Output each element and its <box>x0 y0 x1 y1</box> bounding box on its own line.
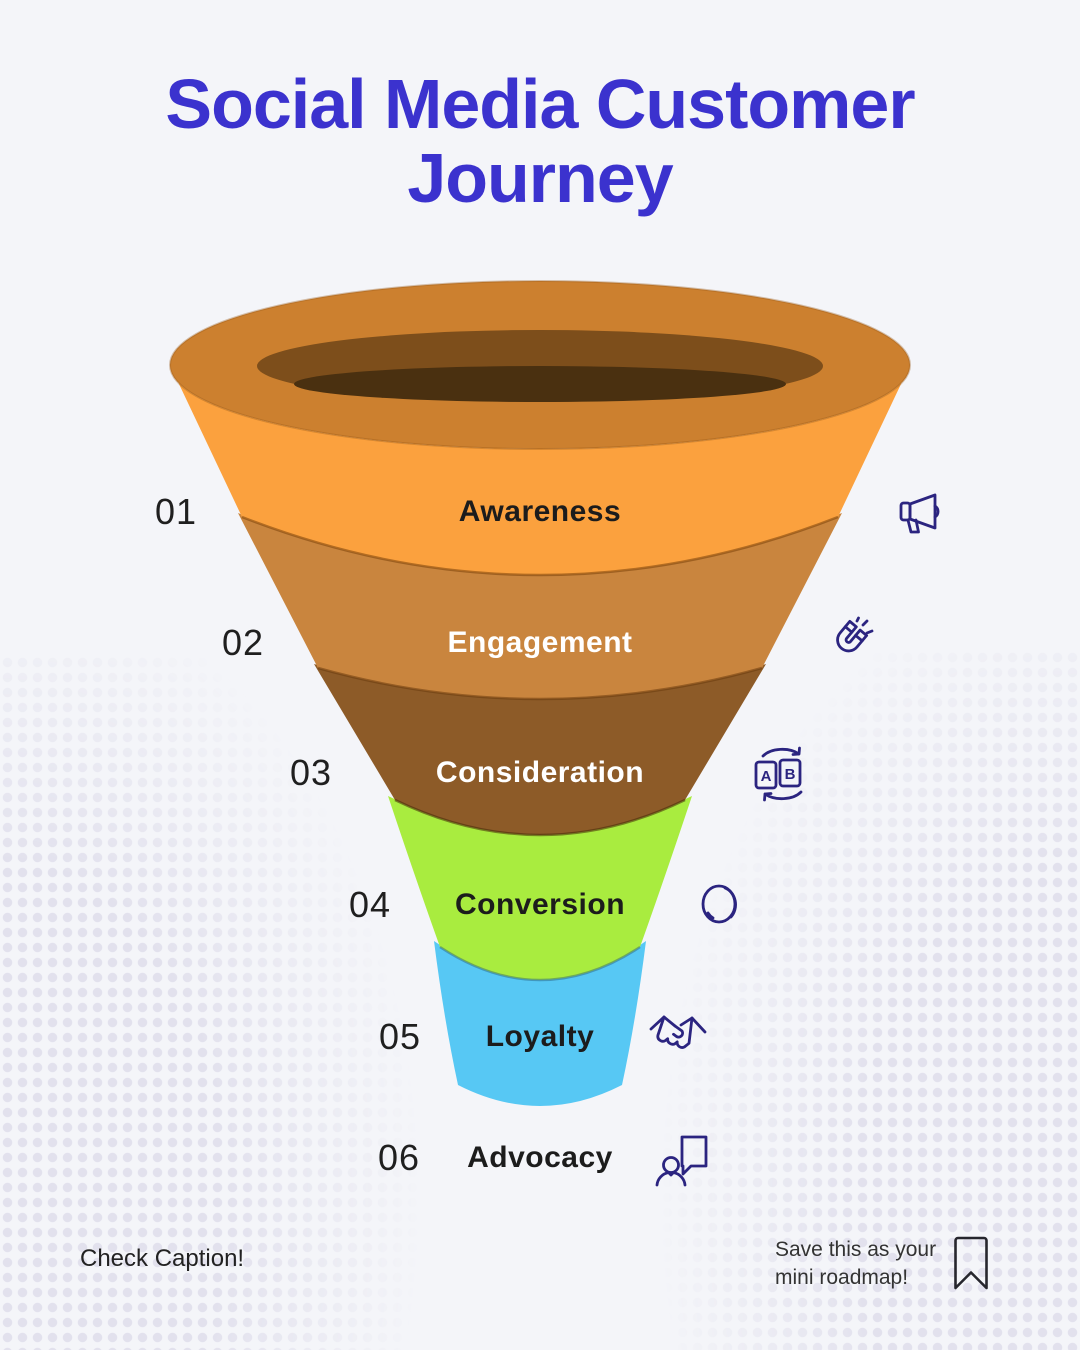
svg-text:B: B <box>785 766 796 783</box>
stage-4-number: 04 <box>348 884 392 925</box>
magnet-icon <box>820 615 876 671</box>
megaphone-icon <box>898 490 946 536</box>
funnel-rim-hole <box>294 366 786 402</box>
stage-6-label: Advocacy <box>467 1141 613 1174</box>
stage-5-number: 05 <box>378 1016 422 1057</box>
footer-right-note: Save this as your mini roadmap! <box>775 1236 936 1293</box>
stage-6-number: 06 <box>377 1137 421 1178</box>
stage-5-label: Loyalty <box>485 1020 595 1053</box>
handshake-icon <box>647 1009 709 1061</box>
page-title: Social Media Customer Journey <box>165 65 915 217</box>
funnel-stage-5-band <box>434 941 646 1106</box>
svg-text:A: A <box>761 768 772 785</box>
funnel-boundary-3-4 <box>394 798 686 837</box>
footer-right-note-line1: Save this as your <box>775 1238 937 1261</box>
ab-test-icon: A B <box>749 745 815 803</box>
footer-left-note: Check Caption! <box>80 1245 245 1272</box>
funnel-stage-4-band <box>388 796 692 980</box>
funnel-stage-3-band <box>314 664 766 835</box>
coin-icon <box>698 877 746 931</box>
funnel-stage-1-band <box>170 365 910 575</box>
funnel-boundary-2-3 <box>317 666 763 701</box>
stage-4-label: Conversion <box>454 888 626 921</box>
footer-right-note-line2: mini roadmap! <box>775 1266 909 1290</box>
stage-2-label: Engagement <box>447 626 633 659</box>
funnel-boundary-4-5 <box>439 945 641 982</box>
stage-1-number: 01 <box>154 491 198 532</box>
stage-3-number: 03 <box>289 752 333 793</box>
testimonial-icon <box>651 1130 709 1188</box>
stage-3-label: Consideration <box>435 756 645 789</box>
bookmark-icon <box>951 1234 991 1297</box>
stage-2-number: 02 <box>221 622 265 663</box>
stage-1-label: Awareness <box>458 495 622 528</box>
funnel-boundary-1-2 <box>241 515 839 577</box>
